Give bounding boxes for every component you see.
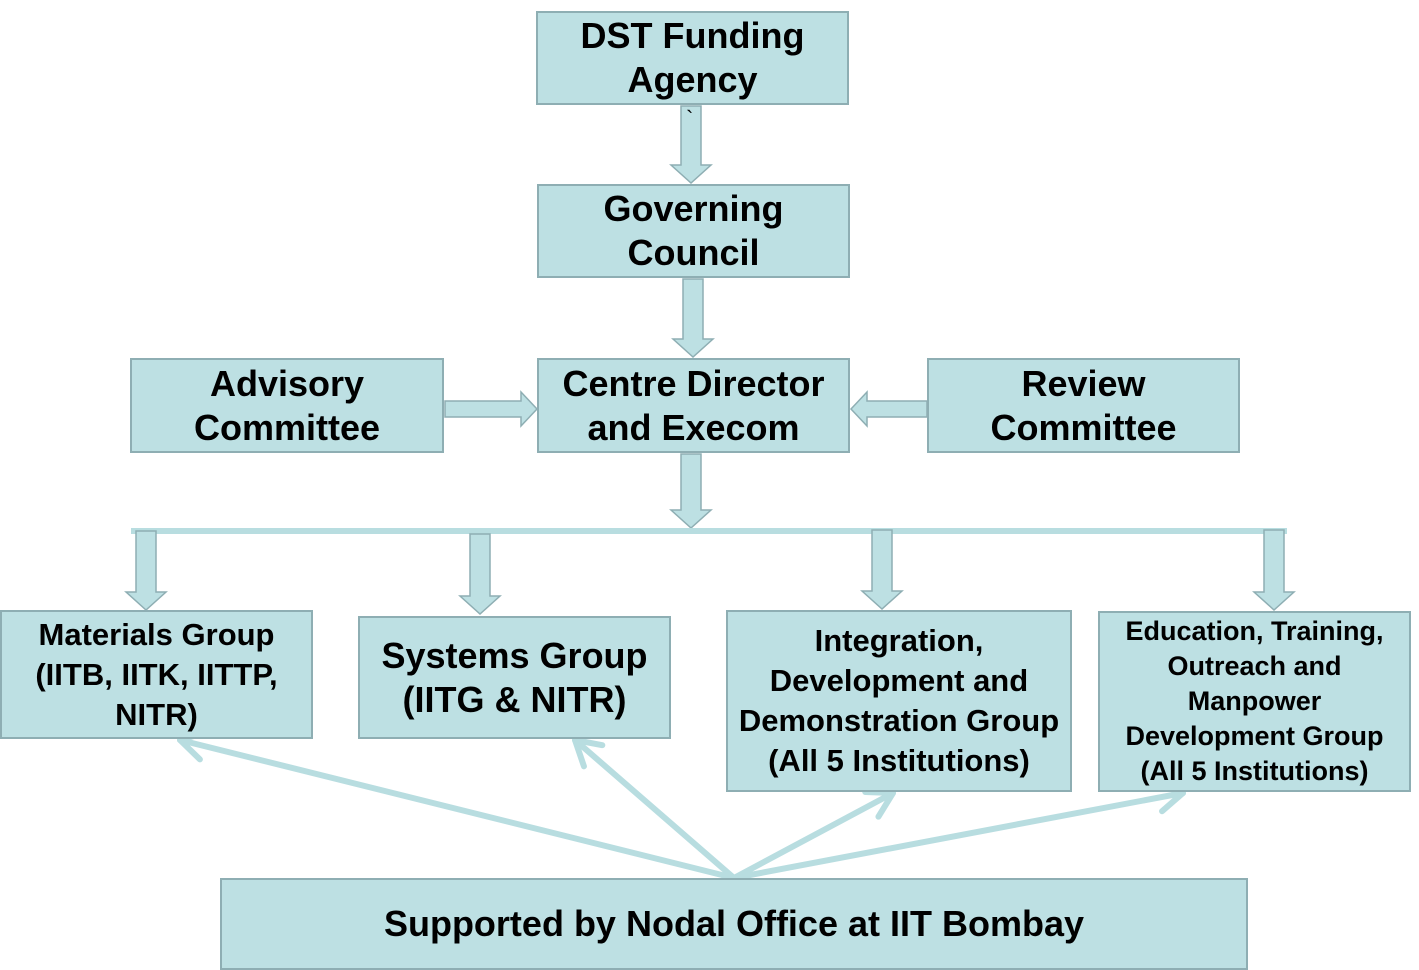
centre-director-label: Centre Director and Execom	[562, 362, 825, 448]
materials-group-label: Materials Group (IITB, IITK, IITTP, NITR…	[35, 616, 278, 732]
arrow-to-education	[1252, 529, 1296, 612]
arrow-to-systems	[458, 533, 502, 616]
education-group-label: Education, Training, Outreach and Manpow…	[1125, 616, 1384, 786]
centre-director-box: Centre Director and Execom	[537, 358, 850, 453]
arrow-to-materials	[124, 530, 168, 612]
systems-group-box: Systems Group (IITG & NITR)	[358, 616, 671, 739]
materials-group-box: Materials Group (IITB, IITK, IITTP, NITR…	[0, 610, 313, 739]
governing-council-label: Governing Council	[603, 188, 784, 273]
integration-group-label: Integration, Development and Demonstrati…	[738, 623, 1060, 778]
stray-mark: `	[686, 106, 694, 131]
education-group-box: Education, Training, Outreach and Manpow…	[1098, 611, 1411, 792]
advisory-committee-box: Advisory Committee	[130, 358, 444, 453]
nodal-arrow-to-education	[731, 780, 1186, 881]
review-committee-label: Review Committee	[990, 362, 1177, 448]
nodal-arrow-to-integration	[731, 788, 896, 881]
dst-funding-agency-box: DST Funding Agency	[536, 11, 849, 105]
advisory-committee-label: Advisory Committee	[193, 362, 381, 448]
arrow-dst-to-governing	[669, 105, 713, 185]
nodal-office-label: Supported by Nodal Office at IIT Bombay	[383, 903, 1085, 944]
nodal-arrow-to-systems	[572, 737, 737, 881]
arrow-director-to-branch	[669, 453, 713, 530]
integration-group-box: Integration, Development and Demonstrati…	[726, 610, 1072, 792]
systems-group-label: Systems Group (IITG & NITR)	[381, 634, 648, 720]
nodal-office-box: Supported by Nodal Office at IIT Bombay	[220, 878, 1248, 970]
dst-funding-agency-label: DST Funding Agency	[580, 15, 805, 100]
governing-council-box: Governing Council	[537, 184, 850, 278]
review-committee-box: Review Committee	[927, 358, 1240, 453]
arrow-advisory-to-director	[444, 390, 539, 428]
arrow-governing-to-director	[671, 278, 715, 359]
arrow-to-integration	[860, 529, 904, 611]
arrow-review-to-director	[849, 390, 928, 428]
